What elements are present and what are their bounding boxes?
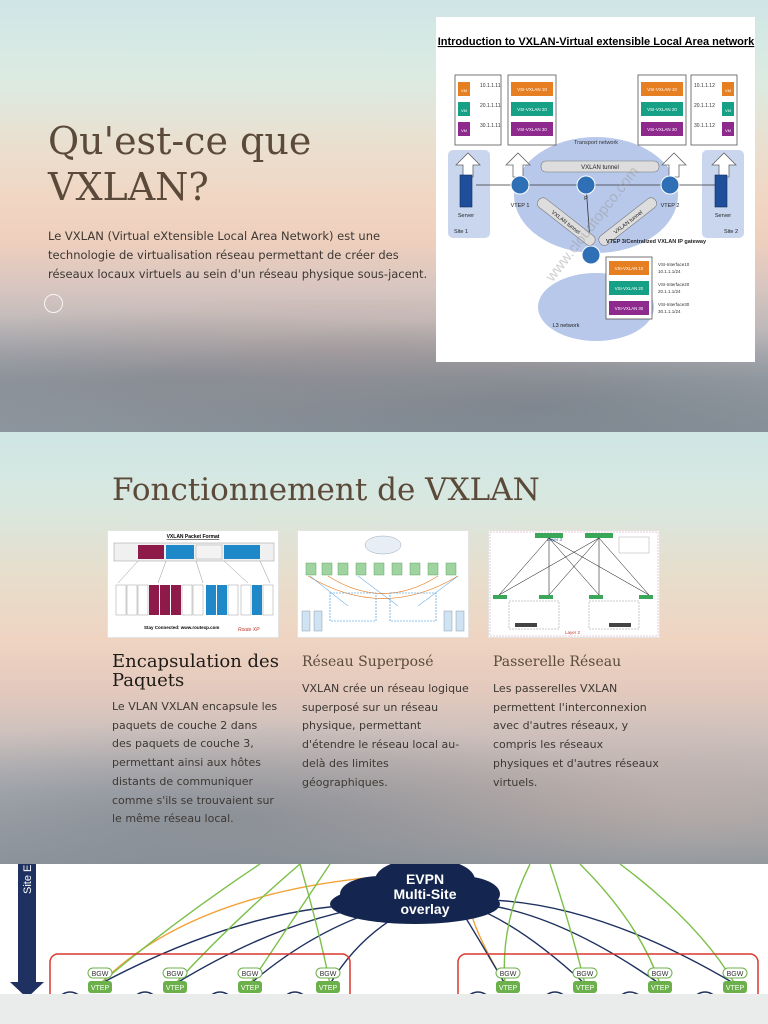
svg-text:Server: Server <box>715 213 731 219</box>
svg-text:VM: VM <box>461 128 467 133</box>
transport-network-label: Transport network <box>574 140 618 146</box>
svg-text:VSI-VXLAN 20: VSI-VXLAN 20 <box>647 107 677 112</box>
svg-text:Server: Server <box>458 213 474 219</box>
circle-icon[interactable] <box>44 294 63 313</box>
svg-text:VTEP: VTEP <box>166 985 185 992</box>
slide1-title: Qu'est-ce que VXLAN? <box>48 119 312 209</box>
svg-text:20.1.1.1/24: 20.1.1.1/24 <box>658 289 681 294</box>
left-vsi-group: VSI-VXLAN 10 VSI-VXLAN 20 VSI-VXLAN 30 <box>507 74 557 146</box>
evpn-multisite-word: Multi-Site <box>394 886 457 902</box>
evpn-word: EVPN <box>406 871 444 887</box>
svg-text:10.1.1.11: 10.1.1.11 <box>480 83 501 89</box>
svg-text:BGW: BGW <box>167 971 184 978</box>
svg-text:20.1.1.12: 20.1.1.12 <box>694 103 715 109</box>
vxlan-diagram-image: Introduction to VXLAN-Virtual extensible… <box>436 17 755 362</box>
up-arrow-icons <box>455 152 737 178</box>
card-text-encapsulation: Le VLAN VXLAN encapsule les paquets de c… <box>112 700 278 826</box>
slide2-background <box>0 432 768 864</box>
svg-text:BGW: BGW <box>577 971 594 978</box>
svg-text:BGW: BGW <box>727 971 744 978</box>
server-icons <box>459 174 728 208</box>
gateway-vsi-group: VSI-VXLAN 10 VSI-VXLAN 20 VSI-VXLAN 30 V… <box>605 256 690 320</box>
card-title-encapsulation: Encapsulation des Paquets <box>112 651 279 691</box>
diagram-title: Introduction to VXLAN-Virtual extensible… <box>438 36 755 48</box>
svg-text:30.1.1.11: 30.1.1.11 <box>480 123 501 129</box>
svg-text:Site 2: Site 2 <box>724 229 738 235</box>
card-title-overlay: Réseau Superposé <box>302 654 434 670</box>
svg-text:BGW: BGW <box>320 971 337 978</box>
svg-text:VM: VM <box>725 88 731 93</box>
svg-text:VSI-VXLAN 10: VSI-VXLAN 10 <box>517 87 547 92</box>
svg-text:VM: VM <box>461 108 467 113</box>
svg-text:L3 network: L3 network <box>553 323 580 329</box>
slide3-bottom-strip <box>0 994 768 1024</box>
svg-text:VTEP: VTEP <box>651 985 670 992</box>
svg-text:VM: VM <box>725 128 731 133</box>
svg-text:VSI-Interface20: VSI-Interface20 <box>658 282 690 287</box>
svg-text:VM: VM <box>461 88 467 93</box>
packet-format-image: VXLAN Packet Format <box>107 530 279 638</box>
svg-text:VTEP: VTEP <box>576 985 595 992</box>
card-text-overlay: VXLAN crée un réseau logique superposé s… <box>302 682 469 789</box>
svg-text:30.1.1.12: 30.1.1.12 <box>694 123 715 129</box>
svg-text:VM: VM <box>725 108 731 113</box>
evpn-cloud-label: EVPN <box>406 871 444 887</box>
site-arrow-bar <box>18 864 36 984</box>
vxlan-tunnel-bar <box>540 160 660 173</box>
left-host-group: VM VM VM 10.1.1.11 20.1.1.11 30.1.1.11 <box>454 74 502 146</box>
svg-text:20.1.1.11: 20.1.1.11 <box>480 103 501 109</box>
svg-text:VTEP: VTEP <box>726 985 745 992</box>
evpn-overlay-word: overlay <box>400 901 449 917</box>
svg-text:VSI-VXLAN 30: VSI-VXLAN 30 <box>517 127 547 132</box>
slide1-description: Le VXLAN (Virtual eXtensible Local Area … <box>48 229 428 281</box>
card-title-gateway: Passerelle Réseau <box>493 654 622 670</box>
svg-text:VSI-VXLAN 10: VSI-VXLAN 10 <box>615 266 644 271</box>
svg-text:BGW: BGW <box>652 971 669 978</box>
svg-text:10.1.1.1/24: 10.1.1.1/24 <box>658 269 681 274</box>
svg-text:VTEP: VTEP <box>91 985 110 992</box>
svg-text:VSI-Interface30: VSI-Interface30 <box>658 302 690 307</box>
svg-text:VTEP: VTEP <box>499 985 518 992</box>
svg-text:Layer 3: Layer 3 <box>547 537 563 542</box>
svg-text:BGW: BGW <box>500 971 517 978</box>
svg-text:VTEP 1: VTEP 1 <box>511 203 530 209</box>
gateway-diagram-image: Layer 3 Layer 2 <box>488 530 660 638</box>
right-host-group: VM VM VM 10.1.1.12 20.1.1.12 30.1.1.12 <box>690 74 738 146</box>
bgw-nodes: BGW VTEP BGW VTEP BGW VTEP BGW VTEP <box>87 967 748 993</box>
svg-text:VSI-VXLAN 30: VSI-VXLAN 30 <box>647 127 677 132</box>
svg-text:VTEP: VTEP <box>241 985 260 992</box>
svg-text:Layer 2: Layer 2 <box>565 630 581 635</box>
svg-text:10.1.1.12: 10.1.1.12 <box>694 83 715 89</box>
svg-text:VSI-VXLAN 20: VSI-VXLAN 20 <box>517 107 547 112</box>
svg-text:VTEP: VTEP <box>319 985 338 992</box>
svg-text:BGW: BGW <box>242 971 259 978</box>
svg-text:Site 1: Site 1 <box>454 229 468 235</box>
svg-text:VXLAN tunnel: VXLAN tunnel <box>581 165 619 171</box>
svg-text:Route XP: Route XP <box>238 627 260 633</box>
slide3-evpn-image: EVPN Multi-Site overlay Site E BGW VTEP … <box>0 864 768 1024</box>
svg-text:P: P <box>584 196 588 202</box>
svg-text:VSI-Interface10: VSI-Interface10 <box>658 262 690 267</box>
svg-text:VXLAN Packet Format: VXLAN Packet Format <box>167 534 220 540</box>
svg-text:VTEP 3/Centralized VXLAN IP ga: VTEP 3/Centralized VXLAN IP gateway <box>606 239 707 245</box>
svg-text:VSI-VXLAN 30: VSI-VXLAN 30 <box>615 306 644 311</box>
down-arrow-icon <box>10 982 44 998</box>
slide2-title: Fonctionnement de VXLAN <box>112 472 540 508</box>
svg-text:BGW: BGW <box>92 971 109 978</box>
svg-text:VSI-VXLAN 20: VSI-VXLAN 20 <box>615 286 644 291</box>
transport-cloud <box>514 137 678 253</box>
card-text-gateway: Les passerelles VXLAN permettent l'inter… <box>493 682 659 789</box>
evpn-cloud <box>330 864 500 924</box>
svg-text:VTEP 2: VTEP 2 <box>661 203 680 209</box>
site-side-label: Site E <box>22 865 34 894</box>
overlay-network-image <box>297 530 469 638</box>
svg-text:30.1.1.1/24: 30.1.1.1/24 <box>658 309 681 314</box>
router-icons <box>510 175 680 265</box>
right-vsi-group: VSI-VXLAN 10 VSI-VXLAN 20 VSI-VXLAN 30 <box>637 74 687 146</box>
svg-text:Stay Connected: www.routexp.co: Stay Connected: www.routexp.com <box>144 625 219 630</box>
svg-text:VSI-VXLAN 10: VSI-VXLAN 10 <box>647 87 677 92</box>
